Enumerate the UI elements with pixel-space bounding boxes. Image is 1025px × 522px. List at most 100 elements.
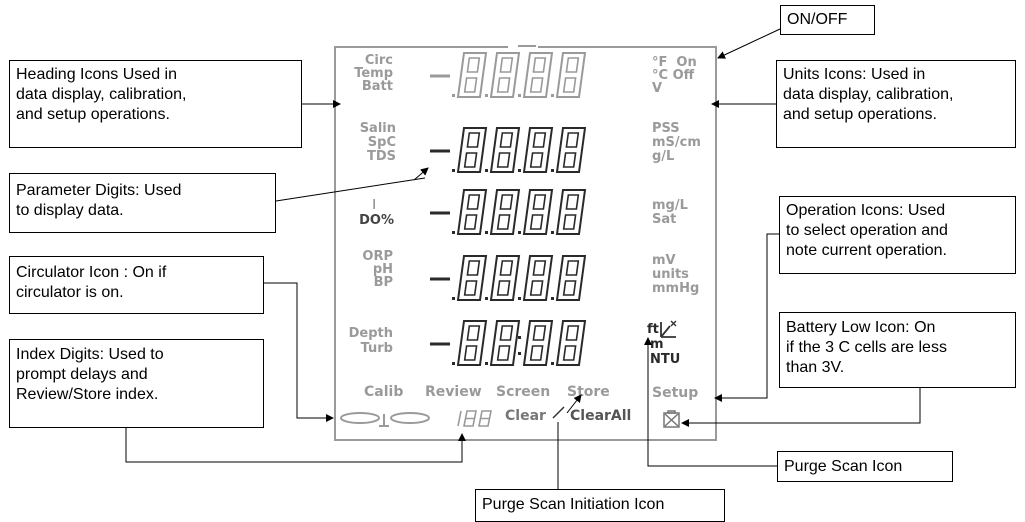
operation-review: Review [425,384,482,400]
circulator-leader [264,282,334,422]
decimal-point [452,94,455,97]
parameter-digits-leader-line [275,177,426,202]
decimal-point [551,94,554,97]
digit-8 [555,52,587,98]
decimal-point [485,169,488,172]
on-off-leader [717,28,781,59]
units-ft: ft [647,322,659,337]
conductivity-digits [430,127,587,173]
battery-low-callout: Battery Low Icon: On if the 3 C cells ar… [779,312,1016,388]
decimal-point [485,297,488,300]
digit-8 [522,189,554,235]
heading-spc: SpC [367,135,396,150]
decimal-point [452,231,455,234]
decimal-point [452,297,455,300]
decimal-point [518,231,521,234]
purge-scan-icon-callout: Purge Scan Icon [777,451,953,482]
index-digits-callout: Index Digits: Used to prompt delays and … [9,339,264,428]
digit-8 [456,320,488,366]
units-mv: mV [652,253,676,268]
digit-8 [522,255,554,301]
decimal-point [485,362,488,365]
decimal-point [485,94,488,97]
decimal-point [452,169,455,172]
clear-all-label: ClearAll [570,408,632,424]
digit-8 [456,127,488,173]
purge-scan-initiation-icon [552,406,565,419]
operation-icons-callout: Operation Icons: Used to select operatio… [779,196,1016,274]
dissolved-oxygen-icon [375,198,397,212]
digit-8 [456,255,488,301]
clear-label: Clear [505,408,546,424]
parameter-digits-callout: Parameter Digits: Used to display data. [9,173,276,233]
heading-orp: ORP [362,249,393,264]
heading-salin: Salin [359,121,396,136]
decimal-point [551,297,554,300]
digit-8 [555,255,587,301]
digit-8 [456,189,488,235]
heading-bp: BP [373,275,393,290]
index-digits [457,410,492,427]
heading-do-percent: DO% [359,213,394,228]
units-ntu: NTU [650,352,681,367]
colon-dot [518,336,521,339]
units-mmhg: mmHg [652,281,700,296]
heading-icons-callout: Heading Icons Used in data display, cali… [9,60,302,148]
units-pss: PSS [652,121,680,136]
units-sat: Sat [652,212,677,227]
operation-setup: Setup [652,385,699,401]
units-fahrenheit-on: °F On [652,55,697,70]
digit-8 [489,320,521,366]
decimal-point [485,231,488,234]
decimal-point [518,297,521,300]
units-g-l: g/L [652,149,675,164]
index-digits-leader [125,428,466,463]
operation-calib: Calib [364,384,404,400]
digit-8 [522,52,554,98]
store-arrow [566,394,582,414]
heading-temp: Temp [354,66,393,81]
heading-batt: Batt [361,79,393,94]
decimal-point [551,231,554,234]
digit-8 [489,127,521,173]
battery-low-leader [681,388,921,427]
purge-scan-leader [644,337,777,467]
operation-screen: Screen [496,384,551,400]
heading-circ: Circ [364,53,393,68]
operation-icons-leader [714,233,779,402]
heading-depth: Depth [348,326,393,341]
ph-orp-digits [430,255,587,301]
units-ph-units: units [652,267,689,282]
parameter-digits-arrow [413,167,429,181]
depth-turbidity-digits [430,320,587,366]
heading-tds: TDS [366,149,396,164]
decimal-point [518,94,521,97]
digit-8 [489,189,521,235]
purge-scan-icon [660,320,677,338]
decimal-point [518,169,521,172]
digit-8 [555,320,587,366]
digit-8 [489,52,521,98]
heading-ph: pH [372,262,393,277]
dissolved-oxygen-digits [430,189,587,235]
on-off-callout: ON/OFF [780,5,875,35]
circulator-icon-callout: Circulator Icon : On if circulator is on… [9,256,264,314]
purge-scan-initiation-callout: Purge Scan Initiation Icon [475,489,725,522]
digit-8 [555,127,587,173]
units-icons-callout: Units Icons: Used in data display, calib… [776,60,1016,148]
units-celsius-off: °C Off [652,68,695,83]
colon-dot [518,352,521,355]
battery-low-icon [663,410,680,428]
heading-turb: Turb [360,341,393,356]
digit-8 [456,52,488,98]
decimal-point [551,169,554,172]
decimal-point [551,362,554,365]
units-ms-cm: mS/cm [652,135,701,150]
units-m: m [650,337,664,352]
digit-8 [522,127,554,173]
digit-8 [522,320,554,366]
